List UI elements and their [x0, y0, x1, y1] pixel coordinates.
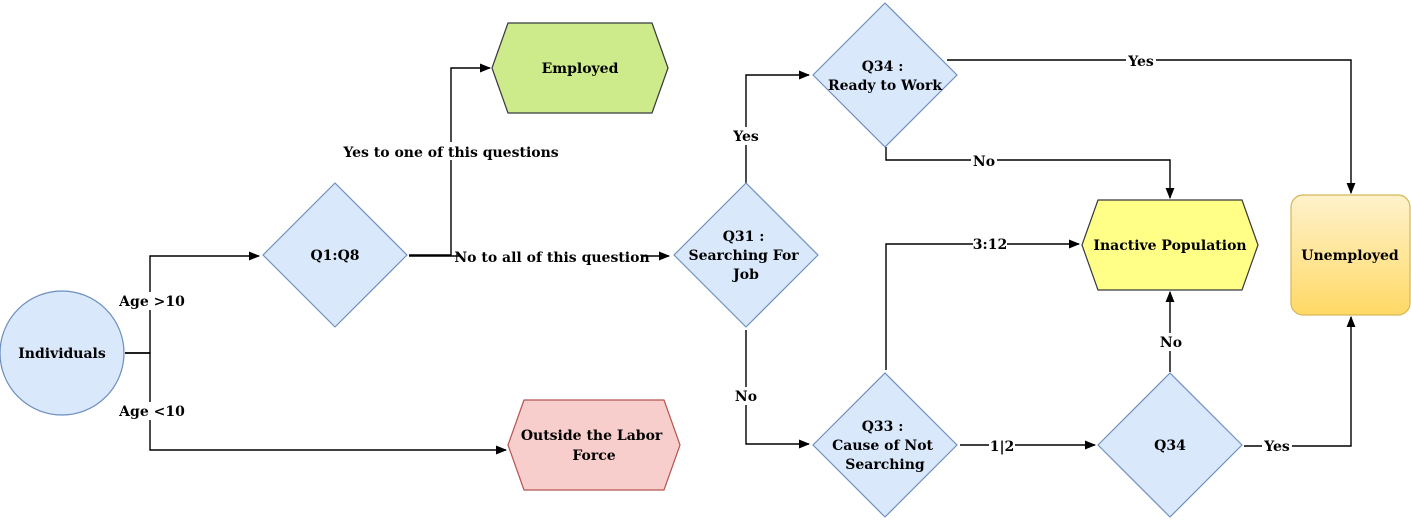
q34-bottom-yes-label: Yes — [1263, 439, 1290, 455]
q1q8-label: Q1:Q8 — [310, 248, 359, 264]
q31-line-3: Job — [731, 267, 759, 283]
q33-line-2: Cause of Not — [832, 438, 933, 454]
q31-label: Q31 : Searching For Job — [688, 229, 803, 283]
q34-bottom-label: Q34 — [1154, 438, 1186, 454]
q34-bottom-decision[interactable] — [1097, 372, 1243, 518]
edge-q1q8-to-employed[interactable] — [409, 63, 492, 256]
outside-labor-force-node[interactable] — [507, 399, 681, 491]
yes-to-one-label: Yes to one of this questions — [342, 145, 558, 161]
q31-no-label: No — [735, 389, 757, 405]
age-gt-10-label: Age >10 — [118, 294, 185, 310]
q34-top-line-1: Q34 : — [862, 59, 904, 75]
outside-labor-force-label: Outside the Labor Force — [521, 428, 667, 464]
employed-node[interactable] — [491, 22, 669, 114]
q33-3-12-label: 3:12 — [973, 237, 1007, 253]
q31-yes-label: Yes — [732, 129, 759, 145]
edge-q34-top-to-unemployed[interactable] — [947, 59, 1356, 195]
q34-top-line-2: Ready to Work — [828, 78, 942, 94]
edge-individuals-to-outside[interactable] — [125, 352, 508, 455]
q33-1-2-label: 1|2 — [990, 439, 1015, 455]
individuals-label: Individuals — [18, 346, 106, 362]
no-to-all-label: No to all of this question — [454, 250, 649, 266]
q34-bottom-no-label: No — [1160, 335, 1182, 351]
inactive-population-node[interactable] — [1081, 199, 1259, 291]
edge-q34-top-to-inactive[interactable] — [885, 147, 1175, 200]
unemployed-label: Unemployed — [1301, 248, 1399, 264]
q33-label: Q33 : Cause of Not Searching — [832, 419, 938, 473]
edge-q31-to-q34-top[interactable] — [745, 70, 811, 183]
age-lt-10-label: Age <10 — [118, 404, 185, 420]
q34-top-decision[interactable] — [812, 2, 958, 148]
individuals-node[interactable] — [0, 290, 125, 416]
edge-q33-to-inactive[interactable] — [885, 239, 1081, 370]
q33-line-1: Q33 : — [862, 419, 904, 435]
outside-line-2: Force — [572, 448, 615, 464]
q33-line-3: Searching — [845, 457, 925, 473]
edge-q31-to-q33[interactable] — [745, 330, 811, 449]
q33-decision[interactable] — [812, 372, 958, 518]
inactive-population-label: Inactive Population — [1093, 238, 1246, 254]
edge-q34-bottom-to-unemployed[interactable] — [1244, 315, 1356, 447]
q1q8-decision[interactable] — [262, 182, 408, 328]
employed-label: Employed — [542, 61, 619, 77]
q31-line-2: Searching For — [688, 248, 799, 264]
q34-top-no-label: No — [973, 154, 995, 170]
q34-top-yes-label: Yes — [1127, 54, 1154, 70]
outside-line-1: Outside the Labor — [521, 428, 663, 444]
q34-top-label: Q34 : Ready to Work — [828, 59, 942, 94]
unemployed-node[interactable] — [1290, 194, 1411, 316]
q31-line-1: Q31 : — [723, 229, 765, 245]
q31-decision[interactable] — [673, 182, 819, 328]
